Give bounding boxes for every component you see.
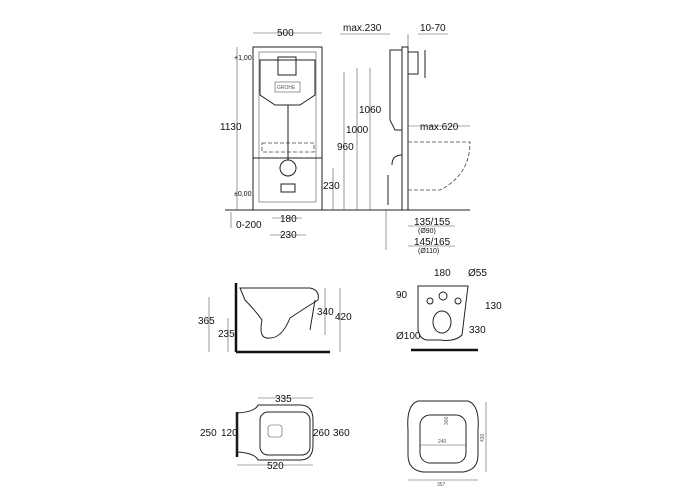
dim-max-620: max.620: [420, 122, 459, 133]
actuator: [407, 51, 419, 75]
dim-d110: (Ø110): [418, 248, 439, 255]
dim-0-200: 0-200: [236, 220, 262, 231]
dim-max-230: max.230: [343, 23, 382, 34]
bowl-top-view: 335 250 120 260 360 520: [200, 394, 350, 472]
level-top: +1,00: [234, 55, 252, 62]
dim-430: 430: [480, 433, 486, 442]
frame-outline: [252, 46, 323, 211]
fixing-hole-left: [426, 297, 434, 305]
level-zero: ±0,00: [234, 191, 252, 198]
seat-outline: [407, 400, 479, 473]
dim-90: 90: [396, 290, 408, 301]
drain-outlet: [279, 159, 297, 177]
dim-360: 360: [333, 428, 350, 439]
flush-plate-opening: [277, 56, 297, 76]
dim-1060: 1060: [359, 105, 382, 116]
dim-520: 520: [267, 461, 284, 472]
dim-135-155: 135/155: [414, 217, 451, 228]
fixing-hole-right: [454, 297, 462, 305]
cistern-side: [389, 49, 403, 131]
dim-960: 960: [337, 142, 354, 153]
bowl-profile: [239, 287, 319, 339]
frame-side-post: [401, 46, 409, 211]
frame-side-view: max.230 10-70 max.620 135/155 (Ø90) 145/…: [340, 23, 471, 255]
dim-frame-width: 500: [277, 28, 294, 39]
dim-235: 235: [218, 329, 235, 340]
dim-335: 335: [275, 394, 292, 405]
dim-145-165: 145/165: [414, 237, 451, 248]
bowl-back-view: 180 Ø55 90 130 Ø100 330: [396, 268, 502, 352]
dim-300: 300: [444, 416, 450, 425]
dim-230: 230: [323, 181, 340, 192]
logo-plate: [274, 81, 301, 93]
outlet-hole: [432, 310, 452, 334]
dim-d90: (Ø90): [418, 228, 436, 235]
drain-elbow: [280, 183, 296, 193]
bowl-back-outline: [417, 285, 469, 341]
bowl-rim: [259, 411, 311, 456]
dim-130: 130: [485, 301, 502, 312]
seat-view: 300 240 430 357: [407, 400, 487, 488]
seat-opening: [419, 414, 467, 464]
bowl-side-view: 365 235 340 420: [198, 283, 352, 354]
dim-180: 180: [280, 214, 297, 225]
dim-230-width: 230: [280, 230, 297, 241]
dim-420: 420: [335, 312, 352, 323]
dim-365: 365: [198, 316, 215, 327]
cistern: [259, 59, 316, 106]
drain-pipe-side: [387, 154, 403, 205]
frame-front-view: GROHE 500 1130 +1,00 ±0,00 1060 1000 960…: [220, 28, 470, 241]
dim-frame-height: 1130: [220, 122, 242, 133]
bowl-top-outline: [236, 404, 314, 461]
dim-330: 330: [469, 325, 486, 336]
dim-10-70: 10-70: [420, 23, 446, 34]
dim-240: 240: [438, 439, 447, 445]
dim-d55: Ø55: [468, 268, 487, 279]
dim-260: 260: [313, 428, 330, 439]
bowl-side-dashed: [408, 141, 471, 191]
frame-inner: [258, 51, 317, 203]
bowl-foot: [309, 299, 316, 331]
inlet-hole: [438, 291, 448, 301]
dim-340: 340: [317, 307, 334, 318]
dim-d100: Ø100: [396, 331, 421, 342]
dim-1000: 1000: [346, 125, 369, 136]
brand-logo-text: GROHE: [277, 85, 296, 91]
dim-180: 180: [434, 268, 451, 279]
dim-120: 120: [221, 428, 238, 439]
dim-250: 250: [200, 428, 217, 439]
drain-opening: [267, 424, 283, 438]
dim-357: 357: [437, 482, 446, 488]
